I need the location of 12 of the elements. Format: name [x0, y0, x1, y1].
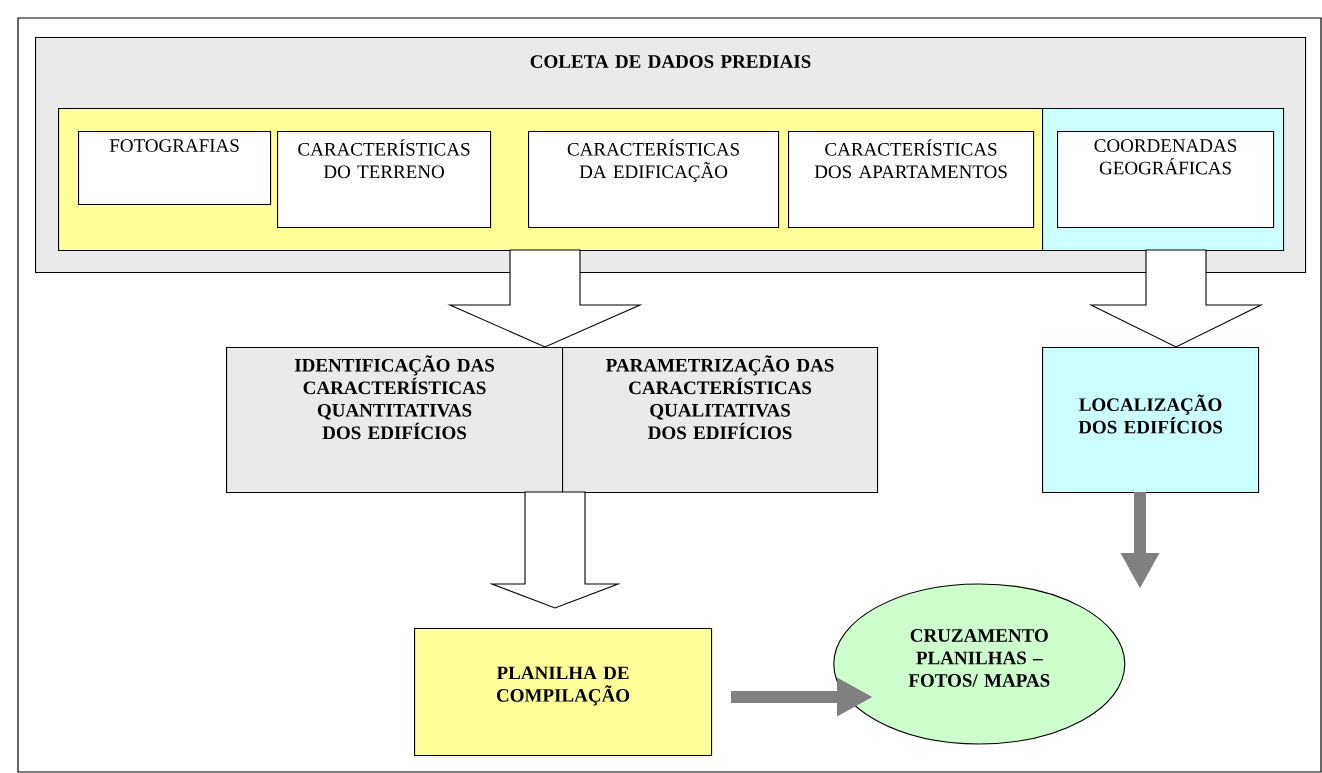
process-box: CARACTERÍSTICAS DO TERRENO: [277, 131, 492, 229]
process-box: COORDENADAS GEOGRÁFICAS: [1057, 131, 1275, 229]
process-box: PLANILHA DE COMPILAÇÃO: [414, 628, 713, 757]
block-arrow: [1088, 249, 1264, 348]
block-arrow: [489, 491, 621, 609]
process-box: CARACTERÍSTICAS DA EDIFICAÇÃO: [528, 131, 780, 229]
process-box: IDENTIFICAÇÃO DAS CARACTERÍSTICAS QUANTITATIVAS DOS EDIFÍCIOS: [226, 347, 564, 494]
process-box: CARACTERÍSTICAS DOS APARTAMENTOS: [788, 131, 1035, 229]
process-box: FOTOGRAFIAS: [78, 131, 272, 206]
process-box: PARAMETRIZAÇÃO DAS CARACTERÍSTICAS QUALITATIVAS DOS EDIFÍCIOS: [562, 347, 879, 494]
process-box: LOCALIZAÇÃO DOS EDIFÍCIOS: [1042, 347, 1260, 494]
block-arrow: [447, 249, 643, 348]
